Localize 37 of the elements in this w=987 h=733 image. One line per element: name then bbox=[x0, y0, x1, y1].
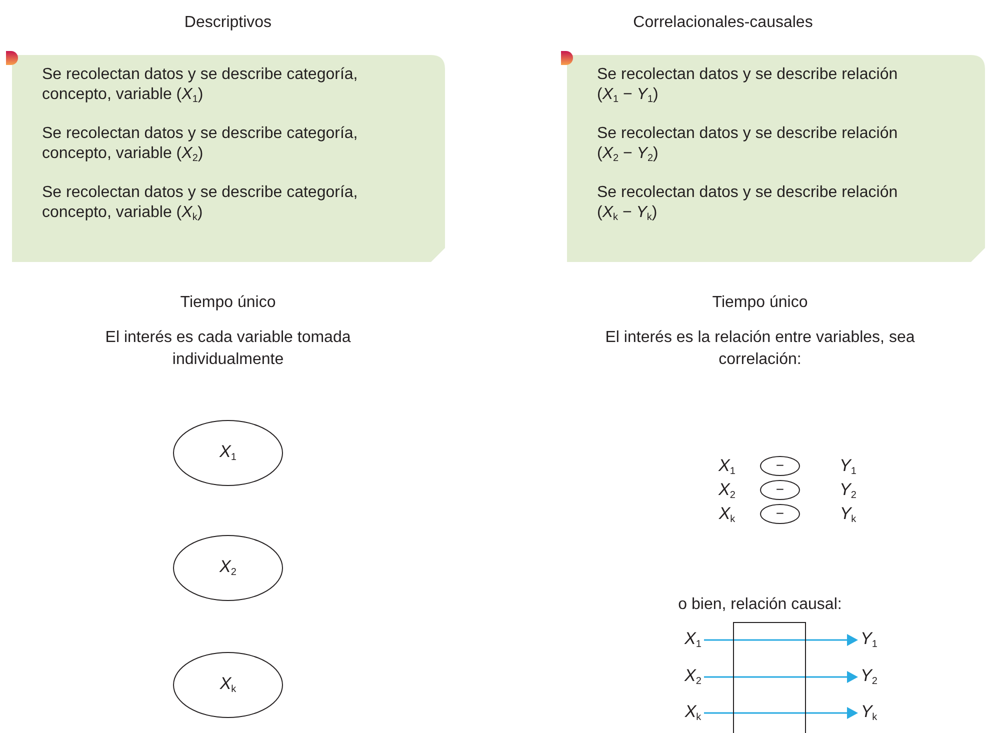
interest-text: El interés es la relación entre variables, sea correlación: bbox=[604, 328, 916, 370]
arrow bbox=[704, 707, 858, 719]
description-text: Se recolectan datos y se describe categoría, concepto, variable (X$_{2}$) bbox=[42, 124, 359, 164]
note-text: o bien, relación causal: bbox=[677, 595, 843, 615]
correlation-ellipse bbox=[760, 456, 800, 476]
variable-label: X$_{2}$ bbox=[717, 479, 736, 501]
variable-label: Y$_{k}$ bbox=[838, 503, 858, 525]
column-heading: Correlacionales-causales bbox=[632, 13, 814, 33]
variable-label: Y$_{2}$ bbox=[838, 479, 858, 501]
variable-label: X$_{2}$ bbox=[683, 667, 702, 686]
variable-label: Y$_{1}$ bbox=[860, 630, 878, 648]
arrow bbox=[704, 671, 858, 683]
time-label: Tiempo único bbox=[711, 293, 809, 313]
description-text: Se recolectan datos y se describe categoría, concepto, variable (X$_{k}$) bbox=[42, 183, 359, 223]
variable-label: X$_{k}$ bbox=[718, 503, 736, 525]
column-heading: Descriptivos bbox=[183, 13, 273, 33]
description-text: Se recolectan datos y se describe relación (X$_{2}$ − Y$_{2}$) bbox=[597, 124, 899, 164]
minus-sign: − bbox=[774, 456, 786, 474]
description-text: Se recolectan datos y se describe relación (X$_{k}$ − Y$_{k}$) bbox=[597, 183, 899, 223]
arrow bbox=[704, 634, 858, 646]
correlation-ellipse bbox=[760, 504, 800, 524]
correlation-ellipse bbox=[760, 480, 800, 500]
variable-label: X$_{k}$ bbox=[684, 703, 702, 722]
variable-label: Y$_{2}$ bbox=[860, 667, 878, 686]
variable-label: X$_{1}$ bbox=[683, 630, 702, 648]
minus-sign: − bbox=[774, 504, 786, 522]
description-text: Se recolectan datos y se describe relación (X$_{1}$ − Y$_{1}$) bbox=[597, 65, 899, 105]
variable-label: X$_{2}$ bbox=[218, 558, 238, 576]
variable-label: Y$_{k}$ bbox=[860, 703, 878, 722]
interest-text: El interés es cada variable tomada individualmente bbox=[104, 328, 352, 370]
description-text: Se recolectan datos y se describe categoría, concepto, variable (X$_{1}$) bbox=[42, 65, 359, 105]
variable-label: Y$_{1}$ bbox=[838, 455, 858, 477]
variable-label: X$_{1}$ bbox=[717, 455, 736, 477]
time-label: Tiempo único bbox=[179, 293, 277, 313]
variable-label: X$_{1}$ bbox=[218, 443, 238, 462]
minus-sign: − bbox=[774, 480, 786, 498]
variable-label: X$_{k}$ bbox=[218, 675, 238, 694]
